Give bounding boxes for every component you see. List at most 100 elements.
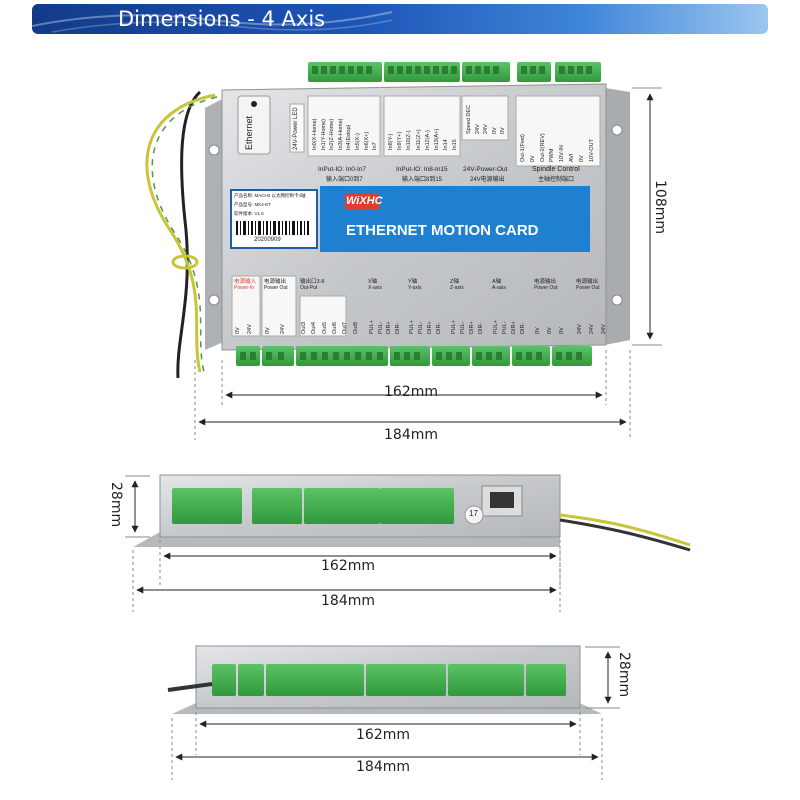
bottom-section-en: Z-axis xyxy=(450,285,464,291)
input-labels-b: In8(Y-)In9(Y+)In10(Z-)In11(Z+)In12(A-) In… xyxy=(388,129,462,158)
top-outer-width-label: 184mm xyxy=(384,427,438,443)
power-out-panel-a xyxy=(261,275,297,337)
pin-label: PWM xyxy=(549,148,556,162)
input-b-cn: 输入端口8到15 xyxy=(402,177,443,183)
pin-label: Out-2(REV) xyxy=(539,133,546,162)
bottom-pin-label: PUL- xyxy=(418,321,424,334)
pin-label: In11(Z+) xyxy=(415,129,422,150)
pin-label: In9(Y+) xyxy=(397,131,404,150)
pin-label: In2(Z-Home) xyxy=(329,118,336,150)
pin-label: In6(X+) xyxy=(363,131,370,150)
spindle-label: Spindle Control xyxy=(532,166,580,173)
banner-wave-decoration xyxy=(32,11,392,33)
bottom-section-cn: 电源输出 xyxy=(534,279,557,285)
spindle-panel xyxy=(515,95,601,167)
bottom-pin-label: DIR+ xyxy=(427,321,433,334)
pin-label: In5(X-) xyxy=(355,133,361,150)
bottom-pin-label: 0V xyxy=(535,327,541,334)
brand-badge xyxy=(345,194,379,210)
bottom-section-en: Power Out xyxy=(264,285,288,291)
top-view-board xyxy=(145,62,630,379)
bottom-pin-label: PUL+ xyxy=(409,320,415,334)
pin-label: 0V xyxy=(500,127,506,134)
ethernet-port xyxy=(237,95,271,155)
bottom-pin-label: DIR- xyxy=(436,322,442,334)
bottom-pin-label: PUL- xyxy=(377,321,384,334)
bottom-pin-label: PUL+ xyxy=(451,320,457,334)
pin-label: 0V xyxy=(578,155,585,162)
bottom-pin-label: 24V xyxy=(280,324,286,334)
bottom-pin-label: Out3 xyxy=(301,322,307,334)
power-in-panel xyxy=(231,275,261,337)
top-inner-width-label: 162mm xyxy=(384,384,438,400)
pin-label: In14 xyxy=(443,139,450,150)
bottom-section-en: A-axis xyxy=(492,285,506,291)
bottom-pin-label: PUL- xyxy=(460,321,466,334)
bottom-section-en: Power Out xyxy=(576,285,600,291)
side-sticker-text: 17 xyxy=(469,509,478,518)
ethernet-label: Ethernet xyxy=(244,115,254,150)
bottom-pin-label: Out7 xyxy=(342,322,349,334)
sticker-line3: 软件版本: V1.5 xyxy=(234,211,264,216)
pin-label: 24V xyxy=(483,124,489,134)
bottom-pin-label: 24V xyxy=(577,324,583,334)
sticker-line2: 产品型号: MK4-ET xyxy=(234,202,272,207)
side-height-label: 28mm xyxy=(108,482,124,528)
bottom-section-cn: Y轴 xyxy=(408,279,418,285)
banner-title: Dimensions - 4 Axis xyxy=(118,7,326,31)
pin-label: In3(A-Home) xyxy=(337,118,344,150)
power-led-label: 24V-Power LED xyxy=(293,107,299,150)
top-view-dimension-lines xyxy=(194,87,662,440)
pin-label: In7 xyxy=(372,142,379,150)
pin-label: 0V xyxy=(491,127,498,134)
front-outer-width-label: 184mm xyxy=(356,759,410,775)
pin-label: In10(Z-) xyxy=(406,130,413,150)
side-inner-width-label: 162mm xyxy=(321,558,375,574)
bottom-pin-label: DIR+ xyxy=(511,321,517,334)
bottom-pin-label: PUL- xyxy=(502,321,508,334)
bottom-section-en: Power-In xyxy=(234,285,255,291)
bottom-section-en: X-axis xyxy=(368,285,382,291)
pin-label: In8(Y-) xyxy=(388,133,394,150)
sticker-line1: 产品名称: MACH3 以太网控制卡4轴 xyxy=(234,193,306,198)
pin-label: 24V xyxy=(474,124,481,134)
card-title: ETHERNET MOTION CARD xyxy=(346,222,539,239)
bottom-pin-label: DIR- xyxy=(394,322,401,334)
front-inner-width-label: 162mm xyxy=(356,727,410,743)
pin-label: In12(A-) xyxy=(424,130,431,150)
front-height-label: 28mm xyxy=(616,652,632,698)
side-view-board xyxy=(133,474,691,552)
bottom-section-cn: 电源输出 xyxy=(576,279,599,285)
bottom-pin-label: DIR+ xyxy=(386,321,392,334)
side-outer-width-label: 184mm xyxy=(321,593,375,609)
bottom-pin-label: 24V xyxy=(247,324,253,334)
bottom-terminal-outputs xyxy=(296,346,388,366)
barcode-number: 20200909 xyxy=(254,237,281,243)
right-mounting-flange xyxy=(605,88,630,345)
bottom-pin-label: DIR- xyxy=(520,322,526,334)
bottom-pin-label: Out5 xyxy=(321,322,328,334)
pin-label: 0V xyxy=(529,155,536,162)
brand-logo: WiXHC xyxy=(346,195,383,207)
bottom-pin-label: DIR- xyxy=(478,322,484,334)
pin-label: 10V-OUT xyxy=(588,139,595,162)
side-view-dimension-lines xyxy=(125,475,561,612)
bottom-pin-label: PUL+ xyxy=(493,320,499,334)
pin-label: 10V-IN xyxy=(559,145,566,162)
bottom-pin-label: PUL+ xyxy=(369,320,375,334)
bottom-section-cn: 电源输入 xyxy=(234,279,257,285)
output-panel xyxy=(299,295,347,337)
bottom-pin-label: 0V xyxy=(547,327,553,334)
pin-label: In4(Estop) xyxy=(346,124,353,150)
bottom-section-cn: Z轴 xyxy=(450,279,459,285)
